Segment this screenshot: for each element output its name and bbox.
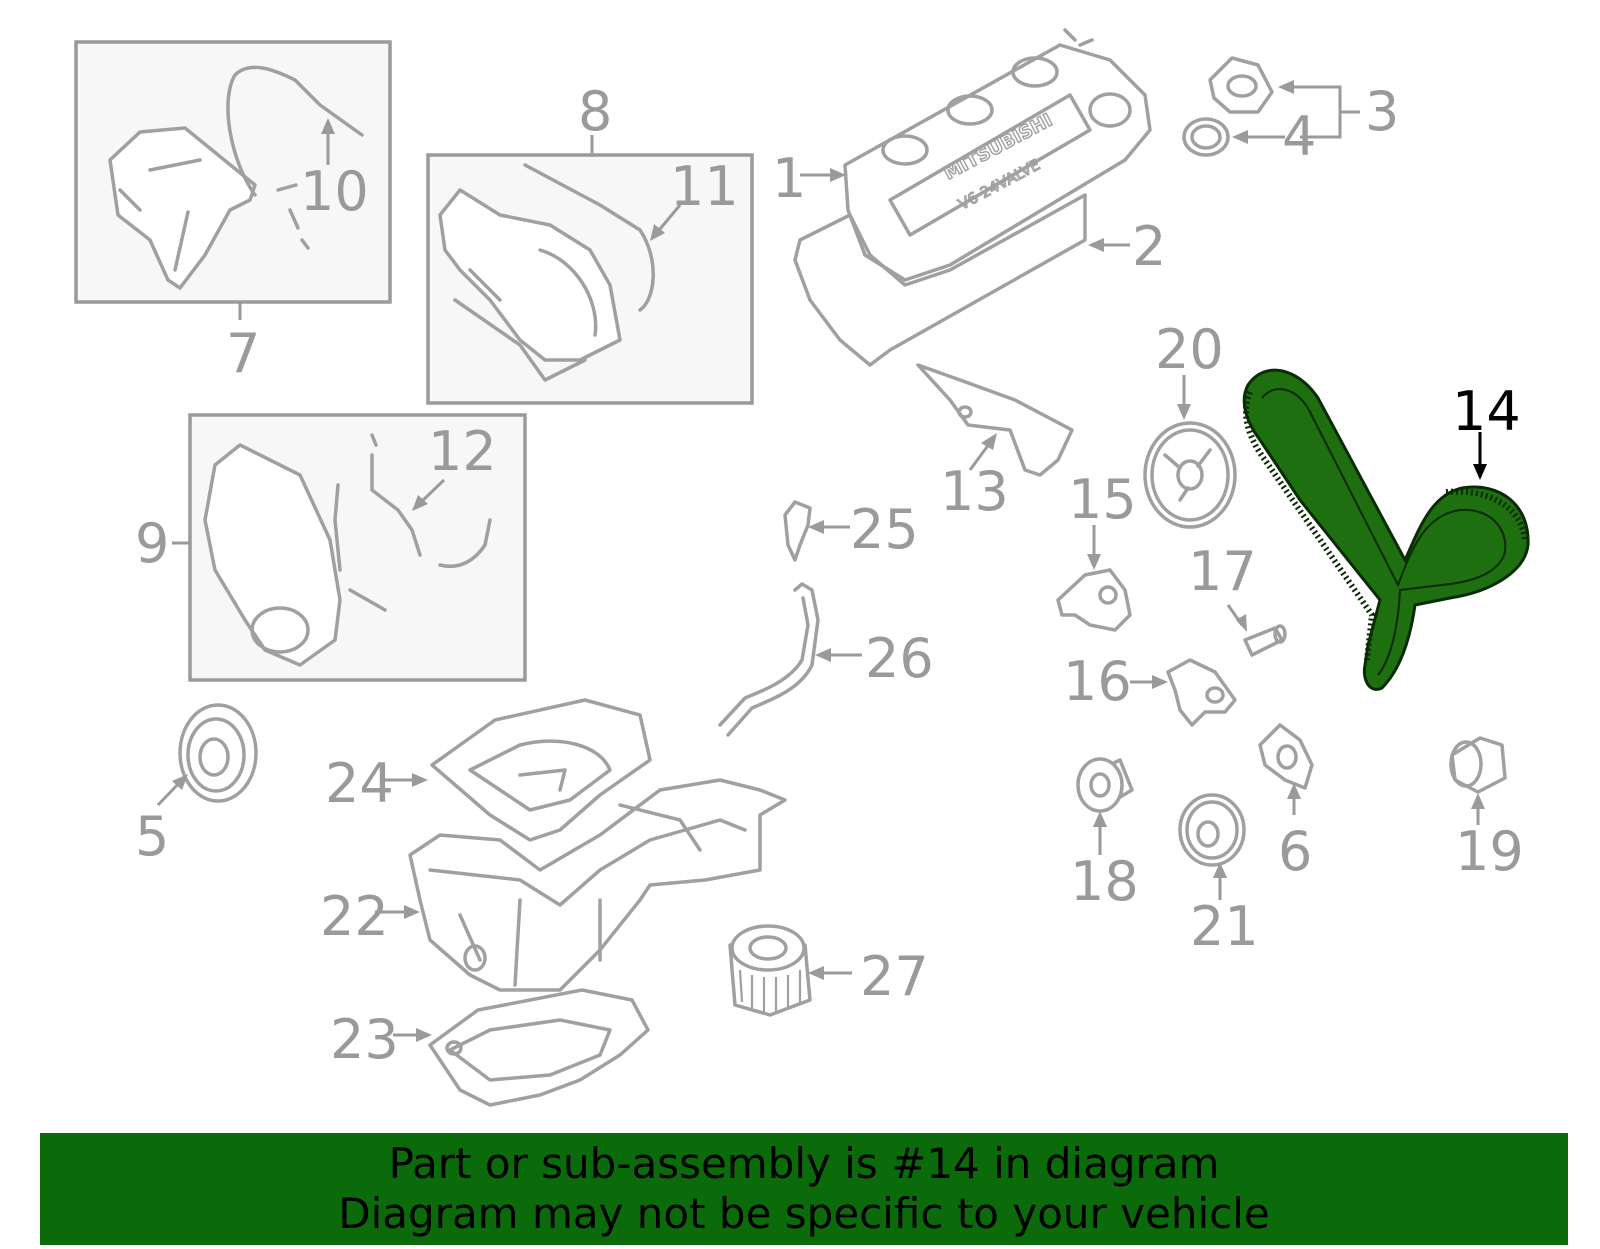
label-10: 10 xyxy=(300,160,369,223)
part-15-tensioner[interactable] xyxy=(1056,568,1132,632)
label-22: 22 xyxy=(320,885,389,948)
label-26: 26 xyxy=(865,627,934,690)
banner-line-2: Diagram may not be specific to your vehi… xyxy=(338,1189,1270,1238)
part-19-spacer[interactable] xyxy=(1449,736,1507,794)
part-17-bolt[interactable] xyxy=(1243,624,1287,657)
part-8-box[interactable] xyxy=(426,153,754,405)
label-13: 13 xyxy=(940,460,1009,523)
part-22-upper-oil-pan[interactable] xyxy=(408,778,787,992)
label-3: 3 xyxy=(1365,80,1399,143)
part-18-idler[interactable] xyxy=(1076,757,1134,813)
part-4-seal[interactable] xyxy=(1182,117,1230,157)
label-12: 12 xyxy=(428,420,497,483)
part-1-valve-cover[interactable]: MITSUBISHI V6 24VALVE xyxy=(843,28,1152,282)
part-2-gasket[interactable] xyxy=(793,193,1087,367)
label-7: 7 xyxy=(226,322,260,385)
label-5: 5 xyxy=(135,805,169,868)
label-2: 2 xyxy=(1132,215,1166,278)
banner-line-1: Part or sub-assembly is #14 in diagram xyxy=(388,1139,1220,1188)
part-6-retainer[interactable] xyxy=(1258,723,1314,790)
part-24-pan-gasket[interactable] xyxy=(430,698,652,842)
part-14-timing-belt[interactable] xyxy=(1242,368,1530,691)
info-banner: Part or sub-assembly is #14 in diagram D… xyxy=(40,1133,1568,1245)
label-14: 14 xyxy=(1452,380,1521,443)
part-9-box[interactable] xyxy=(188,413,527,682)
part-23-lower-oil-pan[interactable] xyxy=(428,988,650,1107)
label-9: 9 xyxy=(135,512,169,575)
label-20: 20 xyxy=(1155,318,1224,381)
label-19: 19 xyxy=(1455,820,1524,883)
part-13-bracket[interactable] xyxy=(916,363,1074,477)
label-6: 6 xyxy=(1278,820,1312,883)
part-26-dipstick-tube[interactable] xyxy=(718,582,820,737)
label-23: 23 xyxy=(330,1008,399,1071)
label-1: 1 xyxy=(772,147,806,210)
part-27-oil-filter[interactable] xyxy=(728,924,812,1017)
part-16-tensioner-arm[interactable] xyxy=(1166,658,1237,727)
label-15: 15 xyxy=(1068,468,1137,531)
part-21-crank-sprocket[interactable] xyxy=(1178,793,1246,867)
part-20-sprocket[interactable] xyxy=(1143,421,1237,529)
label-8: 8 xyxy=(578,80,612,143)
label-17: 17 xyxy=(1188,540,1257,603)
label-21: 21 xyxy=(1190,895,1259,958)
part-25-dipstick-handle[interactable] xyxy=(783,500,812,562)
label-16: 16 xyxy=(1063,650,1132,713)
label-24: 24 xyxy=(325,752,394,815)
label-4: 4 xyxy=(1282,105,1316,168)
part-5-pulley[interactable] xyxy=(178,703,258,803)
label-11: 11 xyxy=(670,155,739,218)
part-7-box[interactable] xyxy=(74,40,392,304)
part-3-oil-cap[interactable] xyxy=(1208,56,1274,114)
label-18: 18 xyxy=(1070,850,1139,913)
label-27: 27 xyxy=(860,945,929,1008)
label-25: 25 xyxy=(850,498,919,561)
